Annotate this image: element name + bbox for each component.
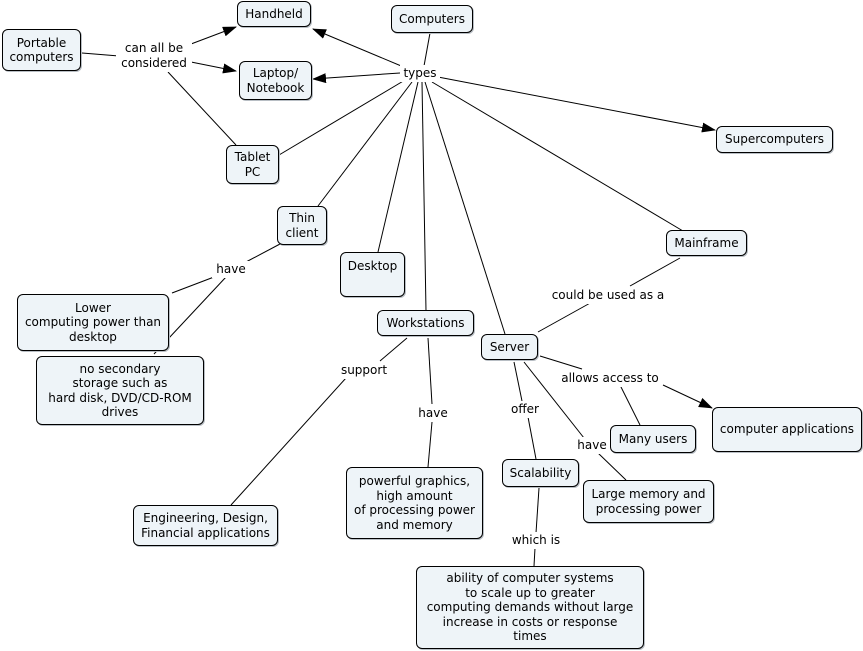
- link-server-offer: [513, 361, 523, 402]
- link-types-desktop: [377, 81, 419, 253]
- link-types-laptop: [312, 72, 401, 84]
- link-have-graphics: [427, 421, 433, 468]
- laptop-notebook-node: Laptop/ Notebook: [239, 61, 312, 100]
- link-label-handheld: [190, 26, 237, 45]
- types-label: types: [400, 65, 440, 82]
- link-types-supercomputers: [437, 76, 716, 133]
- link-computers-types: [423, 32, 431, 67]
- link-have-memory: [597, 452, 627, 481]
- link-mainframe-label: [629, 257, 681, 287]
- link-types-tablet: [278, 79, 406, 156]
- which-is-label: which is: [506, 532, 566, 549]
- link-types-thin-client: [317, 81, 413, 207]
- handheld-node: Handheld: [237, 1, 311, 27]
- no-secondary-storage-node: no secondary storage such as hard disk, …: [36, 356, 204, 425]
- link-scalability-which: [535, 487, 540, 534]
- link-offer-scalability: [527, 416, 537, 460]
- powerful-graphics-node: powerful graphics, high amount of proces…: [346, 467, 483, 539]
- allows-access-to-label: allows access to: [558, 370, 662, 387]
- link-ws-have: [427, 337, 433, 405]
- portable-computers-node: Portable computers: [2, 29, 81, 71]
- link-allows-users: [619, 384, 641, 426]
- mainframe-node: Mainframe: [666, 230, 747, 256]
- link-label-tablet: [167, 71, 237, 146]
- link-portable-label: [81, 52, 120, 57]
- link-support-eng: [230, 377, 347, 506]
- large-memory-node: Large memory and processing power: [583, 480, 714, 523]
- link-types-server: [424, 81, 506, 335]
- link-which-ability: [533, 547, 536, 567]
- link-have-lower: [171, 276, 215, 294]
- link-server-allows: [539, 355, 583, 370]
- link-types-handheld: [312, 28, 407, 69]
- connector-lines: [81, 26, 716, 567]
- tablet-pc-node: Tablet PC: [226, 145, 279, 184]
- link-label-laptop: [190, 61, 237, 74]
- link-types-workstations: [421, 81, 427, 312]
- have-label-server: have: [574, 437, 610, 454]
- could-be-used-as-label: could be used as a: [548, 287, 668, 304]
- thin-client-node: Thin client: [277, 206, 327, 245]
- computers-node: Computers: [391, 5, 473, 33]
- link-allows-apps: [662, 384, 713, 409]
- link-thin-have: [245, 243, 281, 263]
- many-users-node: Many users: [610, 425, 696, 453]
- support-label: support: [337, 362, 391, 379]
- have-label-workstations: have: [414, 405, 452, 422]
- link-types-mainframe: [431, 81, 684, 232]
- computer-applications-node: computer applications: [712, 407, 862, 452]
- server-node: Server: [481, 334, 538, 360]
- lower-computing-power-node: Lower computing power than desktop: [17, 294, 169, 351]
- engineering-applications-node: Engineering, Design, Financial applicati…: [133, 505, 278, 546]
- link-ws-support: [379, 337, 408, 362]
- scalability-definition-node: ability of computer systems to scale up …: [416, 566, 644, 649]
- scalability-node: Scalability: [502, 459, 579, 487]
- desktop-node: Desktop: [340, 252, 405, 297]
- can-all-be-considered-label: can all be considered: [116, 40, 192, 72]
- workstations-node: Workstations: [377, 310, 474, 336]
- supercomputers-node: Supercomputers: [716, 126, 833, 153]
- link-server-have: [523, 361, 585, 439]
- link-label-server: [537, 301, 593, 333]
- have-label-thin-client: have: [212, 261, 250, 278]
- offer-label: offer: [508, 401, 542, 418]
